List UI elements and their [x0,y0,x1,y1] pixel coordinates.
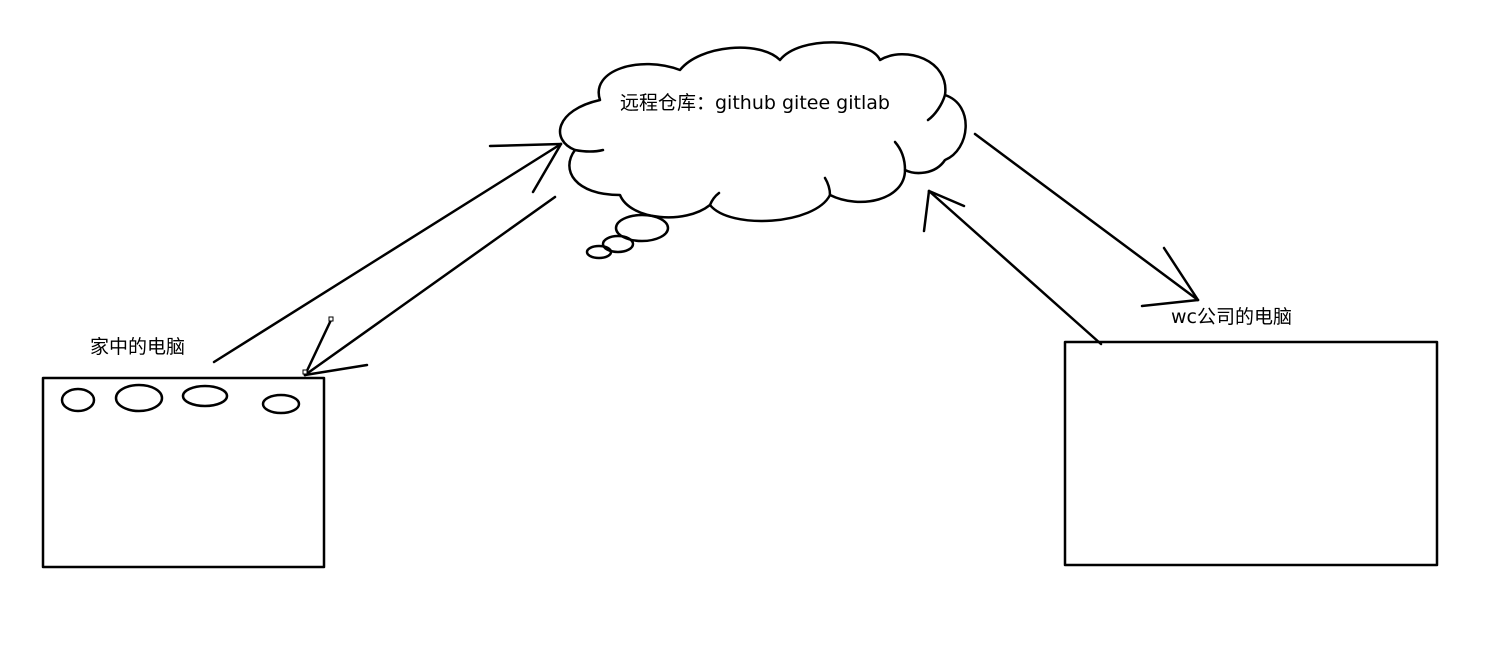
home-computer-label: 家中的电脑 [90,336,186,358]
arrow-remote-to-home [302,195,557,377]
arrow-home-to-remote [212,142,563,364]
home-computer-circle-4 [261,393,301,415]
thought-bubble-small [585,244,613,260]
remote-repo-label: 远程仓库：github gitee gitlab [620,92,890,114]
work-computer-box [1063,340,1439,567]
home-computer-circle-2 [114,383,164,413]
arrow-remote-to-work [973,132,1200,308]
thought-bubble-medium [601,234,635,254]
home-computer-box [41,376,326,569]
arrow-work-to-remote [922,189,1103,346]
home-computer-circle-3 [181,384,229,408]
remote-repo-cloud [558,41,967,223]
thought-bubble-large [614,213,670,243]
work-computer-label: wc公司的电脑 [1171,306,1292,328]
home-computer-circle-1 [60,387,96,413]
